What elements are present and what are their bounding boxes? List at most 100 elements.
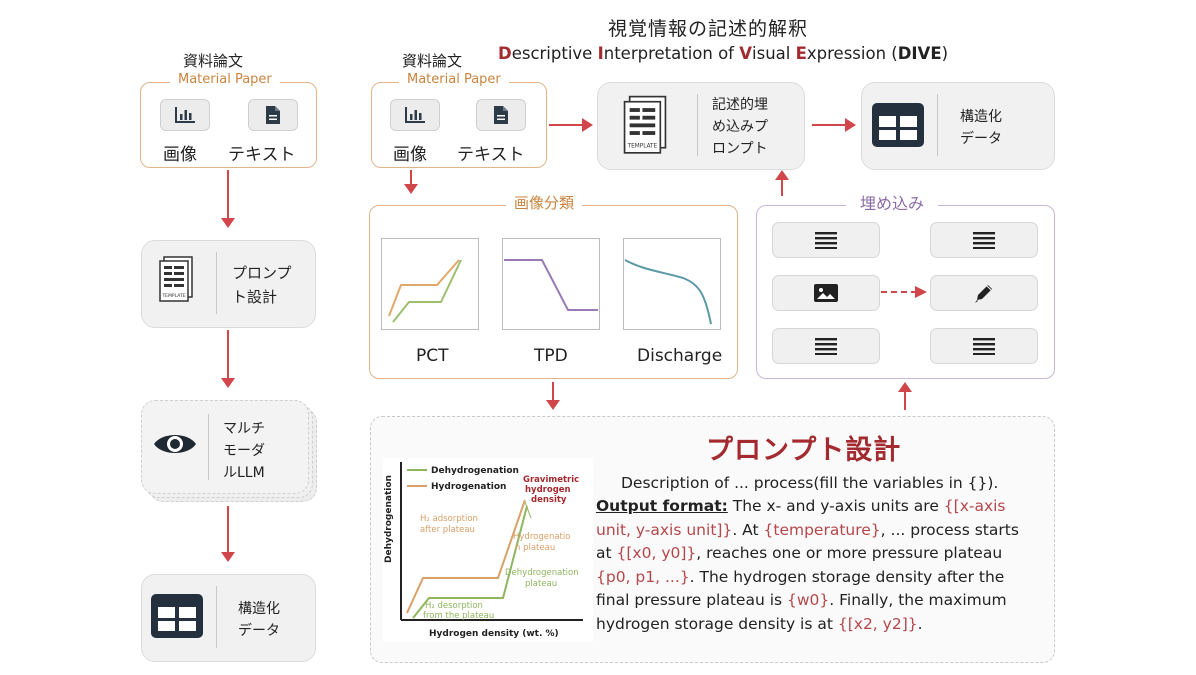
- embedding-text-slot-2[interactable]: [930, 222, 1038, 258]
- title-part-2: I: [597, 44, 604, 63]
- left-structured-line2: データ: [238, 623, 280, 639]
- arrow-to-descriptive-prompt: [549, 118, 593, 132]
- dashed-arrow: [881, 286, 927, 298]
- tpd-chart: [502, 238, 600, 330]
- left-image-label: 画像: [163, 145, 197, 165]
- left-text-label: テキスト: [228, 145, 296, 165]
- llm-divider: [208, 414, 209, 480]
- text-lines-icon: [973, 232, 995, 249]
- pct-label: PCT: [416, 346, 449, 366]
- left-text-chip[interactable]: [248, 99, 298, 131]
- right-text-chip[interactable]: [476, 99, 526, 131]
- arrow-prompt-to-embedding: [898, 382, 912, 410]
- right-material-title: 資料論文: [402, 52, 463, 70]
- pct-curve-green: [392, 259, 462, 323]
- prompt-variable: {[x-axis unit, y-axis unit]}: [596, 497, 1006, 539]
- embedding-text-slot-4[interactable]: [930, 328, 1038, 364]
- prompt-variable: {[x0, y0]}: [616, 544, 697, 562]
- eye-icon: [154, 435, 196, 453]
- left-arrow-2: [221, 330, 235, 388]
- left-structured-divider: [216, 586, 217, 648]
- svg-text:TEMPLATE: TEMPLATE: [161, 293, 185, 299]
- prompt-text: The x- and y-axis units are: [727, 497, 944, 515]
- title-part-3: nterpretation of: [603, 44, 740, 63]
- hydrogenation-curve: [406, 499, 526, 614]
- table-icon: [872, 103, 924, 147]
- legend-dehydrogenation: Dehydrogenation: [431, 466, 519, 476]
- descriptive-prompt-divider: [697, 94, 698, 156]
- prompt-variable: {temperature}: [763, 520, 881, 539]
- right-text-label: テキスト: [457, 145, 525, 165]
- arrow-to-structured: [812, 118, 856, 132]
- left-arrow-1: [221, 170, 235, 228]
- llm-line3: ルLLM: [223, 465, 265, 481]
- right-image-label: 画像: [393, 145, 427, 165]
- embedding-title: 埋め込み: [846, 190, 939, 214]
- page-title-en: Descriptive Interpretation of Visual Exp…: [498, 44, 948, 63]
- output-format-label: Output format:: [596, 497, 728, 515]
- embedding-pen-slot[interactable]: [930, 275, 1038, 311]
- right-structured-divider: [937, 94, 938, 156]
- llm-line2: モーダ: [223, 443, 265, 459]
- mini-xlabel: Hydrogen density (wt. %): [429, 629, 559, 639]
- prompt-panel-title: プロンプト設計: [706, 435, 902, 466]
- prompt-text: . At: [732, 520, 764, 539]
- bar-chart-icon: [405, 107, 425, 123]
- document-icon: [494, 106, 508, 124]
- descriptive-prompt-line1: 記述的埋: [712, 97, 768, 113]
- page-title-jp: 視覚情報の記述的解釈: [608, 18, 809, 40]
- prompt-text: . Finally, the maximum hydrogen storage …: [596, 591, 1007, 633]
- left-prompt-divider: [216, 252, 217, 314]
- llm-line1: マルチ: [223, 421, 265, 437]
- left-structured-line1: 構造化: [238, 601, 280, 617]
- discharge-curve: [624, 259, 712, 325]
- template-label: TEMPLATE: [627, 144, 658, 150]
- embedding-text-slot-1[interactable]: [772, 222, 880, 258]
- embedding-text-slot-3[interactable]: [772, 328, 880, 364]
- left-arrow-3: [221, 506, 235, 562]
- title-part-0: D: [498, 44, 512, 63]
- left-image-chip[interactable]: [160, 99, 210, 131]
- text-lines-icon: [815, 232, 837, 249]
- pen-icon: [975, 285, 992, 303]
- title-part-6: E: [795, 44, 807, 63]
- legend-hydrogenation: Hydrogenation: [431, 482, 506, 492]
- left-material-title: 資料論文: [183, 52, 244, 70]
- prompt-text: , ... process starts at: [596, 520, 1019, 563]
- prompt-variable: {p0, p1, ...}: [596, 567, 690, 586]
- bar-chart-icon: [175, 107, 195, 123]
- prompt-variable: {[x2, y2]}: [837, 614, 918, 633]
- text-lines-icon: [973, 338, 995, 355]
- pct-chart: [381, 238, 479, 330]
- arrow-to-classification: [404, 170, 418, 194]
- annotated-pct-chart: Dehydrogenation Hydrogenation Dehydrogen…: [383, 458, 593, 642]
- title-part-4: V: [739, 44, 753, 63]
- table-icon: [151, 594, 203, 638]
- svg-text:Hydrogenation plateau: Hydrogenation plateau: [513, 532, 570, 553]
- dehydrogenation-curve: [412, 505, 528, 619]
- title-part-5: isual: [752, 44, 796, 63]
- left-material-en: Material Paper: [170, 72, 280, 87]
- classification-title: 画像分類: [506, 192, 583, 213]
- right-structured-line1: 構造化: [960, 109, 1002, 125]
- prompt-line1: Description of ... process(fill the vari…: [621, 474, 999, 492]
- left-prompt-line1: プロンプ: [232, 264, 292, 282]
- title-part-1: escriptive: [511, 44, 598, 63]
- prompt-output-format: Output format: The x- and y-axis units a…: [596, 495, 1036, 636]
- pct-curve-orange: [388, 259, 460, 317]
- descriptive-prompt-line2: め込みプ: [712, 119, 768, 135]
- document-icon: [266, 106, 280, 124]
- template-doc-icon: TEMPLATE: [623, 95, 667, 154]
- embedding-image-slot[interactable]: [772, 275, 880, 311]
- title-part-7: xpression (DIVE): [806, 44, 949, 63]
- prompt-text: .: [917, 614, 923, 633]
- text-lines-icon: [815, 338, 837, 355]
- right-material-en: Material Paper: [399, 72, 509, 87]
- arrow-to-prompt-panel: [546, 382, 560, 410]
- right-image-chip[interactable]: [390, 99, 440, 131]
- right-structured-line2: データ: [960, 131, 1002, 147]
